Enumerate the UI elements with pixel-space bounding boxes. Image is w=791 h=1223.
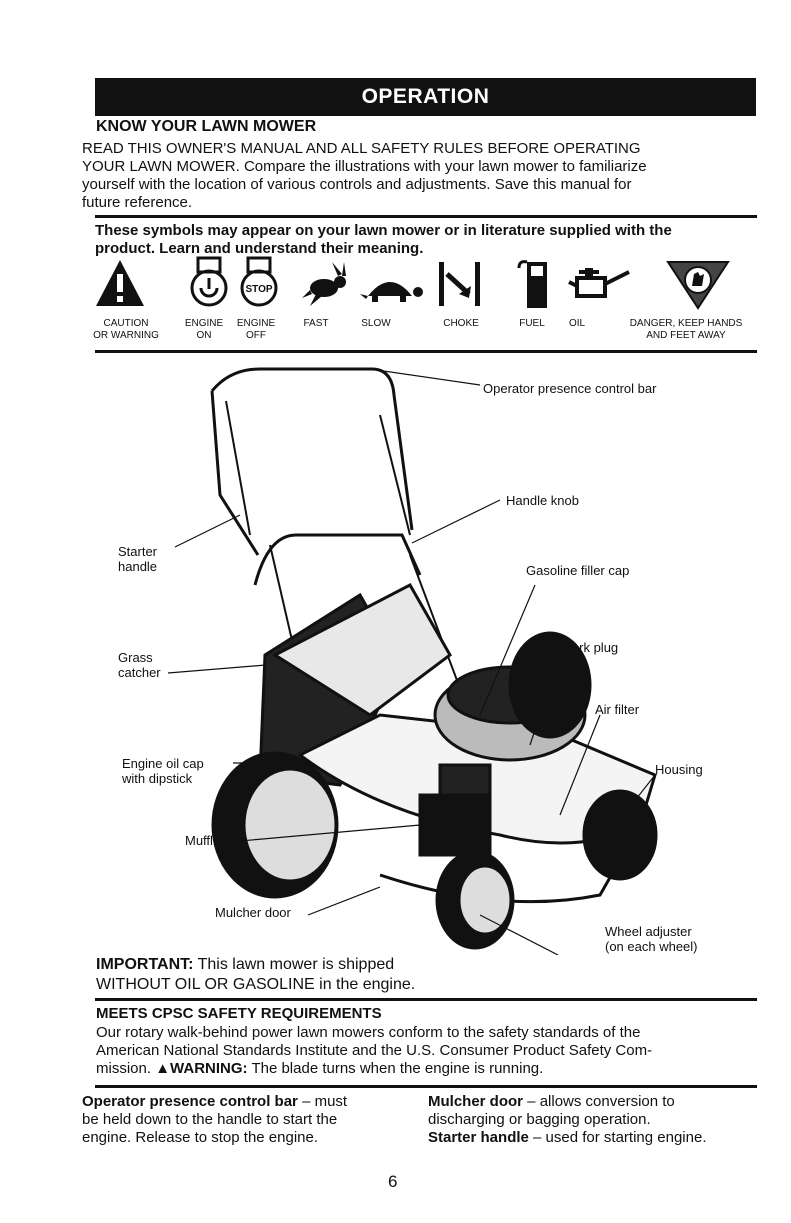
- symbols-heading: These symbols may appear on your lawn mo…: [95, 222, 760, 258]
- symbol-label-fuel: FUEL: [519, 318, 545, 329]
- important-text-1: This lawn mower is shipped: [193, 956, 395, 973]
- warning-triangle-icon: [96, 260, 144, 306]
- know-line-1: READ THIS OWNER'S MANUAL AND ALL SAFETY …: [82, 140, 641, 157]
- page-number: 6: [388, 1172, 398, 1191]
- cpsc-line-1: Our rotary walk-behind power lawn mowers…: [96, 1024, 641, 1041]
- important-text-2: WITHOUT OIL OR GASOLINE in the engine.: [96, 976, 416, 993]
- hand-blade-danger-icon: [666, 261, 730, 310]
- warning-label: WARNING:: [170, 1060, 248, 1077]
- def-mulcher-term: Mulcher door: [428, 1093, 524, 1110]
- label-handle-knob: Handle knob: [506, 493, 579, 508]
- cpsc-heading: MEETS CPSC SAFETY REQUIREMENTS: [96, 1005, 382, 1022]
- symbols-heading-line-1: These symbols may appear on your lawn mo…: [95, 222, 672, 239]
- label-grass-catcher-1: Grass: [118, 650, 153, 665]
- operator-bar-shape: [210, 367, 414, 531]
- def-operator-bar-text-2: be held down to the handle to start the: [82, 1111, 338, 1128]
- cpsc-line-3: mission. ▲WARNING: The blade turns when …: [96, 1060, 756, 1078]
- cpsc-line-3-pre: mission.: [96, 1060, 156, 1077]
- label-air-filter: Air filter: [595, 702, 640, 717]
- label-wheel-adjuster-1: Wheel adjuster: [605, 924, 692, 939]
- section-banner: OPERATION: [95, 78, 756, 116]
- know-line-3: yourself with the location of various co…: [82, 176, 632, 193]
- def-mulcher-text-1: – allows conversion to: [523, 1093, 675, 1110]
- label-mulcher-door: Mulcher door: [215, 905, 291, 920]
- symbol-label-engine-off-2: OFF: [246, 330, 266, 341]
- label-housing: Housing: [655, 762, 703, 777]
- symbols-heading-line-2: product. Learn and understand their mean…: [95, 240, 424, 257]
- divider: [95, 350, 757, 353]
- engine-on-icon: [190, 256, 228, 307]
- symbol-label-engine-off-1: ENGINE: [236, 318, 276, 329]
- label-operator-bar: Operator presence control bar: [483, 381, 657, 396]
- label-wheel-adjuster: Wheel adjuster (on each wheel): [605, 924, 698, 954]
- choke-icon: [439, 262, 480, 306]
- symbol-label-caution-1: CAUTION: [103, 318, 149, 329]
- symbol-label-choke: CHOKE: [443, 318, 479, 329]
- know-paragraph: READ THIS OWNER'S MANUAL AND ALL SAFETY …: [82, 140, 757, 212]
- def-operator-bar-text-1: – must: [297, 1093, 348, 1110]
- label-starter-handle-1: Starter: [118, 544, 158, 559]
- label-oil-cap-1: Engine oil cap: [122, 756, 204, 771]
- cpsc-paragraph: Our rotary walk-behind power lawn mowers…: [96, 1024, 756, 1078]
- symbol-label-danger-2: AND FEET AWAY: [646, 330, 726, 341]
- engine-off-icon: STOP: [240, 256, 278, 307]
- symbol-label-slow: SLOW: [361, 318, 391, 329]
- symbol-label-danger: DANGER, KEEP HANDS AND FEET AWAY: [616, 318, 756, 342]
- important-label: IMPORTANT:: [96, 956, 194, 973]
- def-operator-bar-text-3: engine. Release to stop the engine.: [82, 1129, 319, 1146]
- label-starter-handle-2: handle: [118, 559, 158, 574]
- lawn-mower-illustration: [167, 367, 658, 955]
- symbol-label-caution: CAUTION OR WARNING: [86, 318, 166, 342]
- label-oil-cap: Engine oil cap with dipstick: [122, 756, 204, 786]
- label-gas-cap: Gasoline filler cap: [526, 563, 630, 578]
- fuel-pump-icon: [517, 260, 547, 308]
- symbol-label-caution-2: OR WARNING: [93, 330, 159, 341]
- symbol-label-engine-off: ENGINE OFF: [228, 318, 284, 342]
- symbol-label-engine-on: ENGINE ON: [176, 318, 232, 342]
- symbol-label-engine-on-2: ON: [196, 330, 212, 341]
- turtle-slow-icon: [360, 282, 423, 302]
- label-grass-catcher-2: catcher: [118, 665, 161, 680]
- label-grass-catcher: Grass catcher: [118, 650, 161, 680]
- cpsc-line-2: American National Standards Institute an…: [96, 1042, 653, 1059]
- label-spark-plug: Spark plug: [556, 640, 619, 655]
- symbol-label-engine-on-1: ENGINE: [184, 318, 224, 329]
- divider: [95, 1085, 757, 1088]
- warning-triangle-icon: ▲: [155, 1060, 171, 1077]
- divider: [95, 998, 757, 1001]
- symbols-row: STOP: [96, 256, 730, 310]
- def-starter-term: Starter handle: [428, 1129, 529, 1146]
- label-wheel-adjuster-2: (on each wheel): [605, 939, 698, 954]
- def-mulcher-text-2: discharging or bagging operation.: [428, 1111, 651, 1128]
- know-line-4: future reference.: [82, 194, 193, 211]
- stop-text: STOP: [245, 284, 272, 295]
- important-note: IMPORTANT: This lawn mower is shipped WI…: [96, 955, 516, 995]
- symbol-label-danger-1: DANGER, KEEP HANDS: [629, 318, 743, 329]
- symbol-label-oil: OIL: [568, 318, 586, 329]
- label-starter-handle: Starter handle: [118, 544, 157, 574]
- label-oil-cap-2: with dipstick: [122, 771, 193, 786]
- symbol-label-fast: FAST: [303, 318, 329, 329]
- rabbit-fast-icon: [302, 262, 346, 306]
- def-mulcher-starter: Mulcher door – allows conversion to disc…: [428, 1093, 758, 1147]
- def-starter-text: – used for starting engine.: [528, 1129, 707, 1146]
- divider: [95, 215, 757, 218]
- def-operator-bar: Operator presence control bar – must be …: [82, 1093, 402, 1147]
- know-line-2: YOUR LAWN MOWER. Compare the illustratio…: [82, 158, 647, 175]
- know-heading: KNOW YOUR LAWN MOWER: [96, 118, 317, 135]
- oil-can-icon: [568, 268, 630, 298]
- cpsc-line-3-post: The blade turns when the engine is runni…: [247, 1060, 544, 1077]
- def-operator-bar-term: Operator presence control bar: [82, 1093, 298, 1110]
- label-muffler: Muffler: [185, 833, 225, 848]
